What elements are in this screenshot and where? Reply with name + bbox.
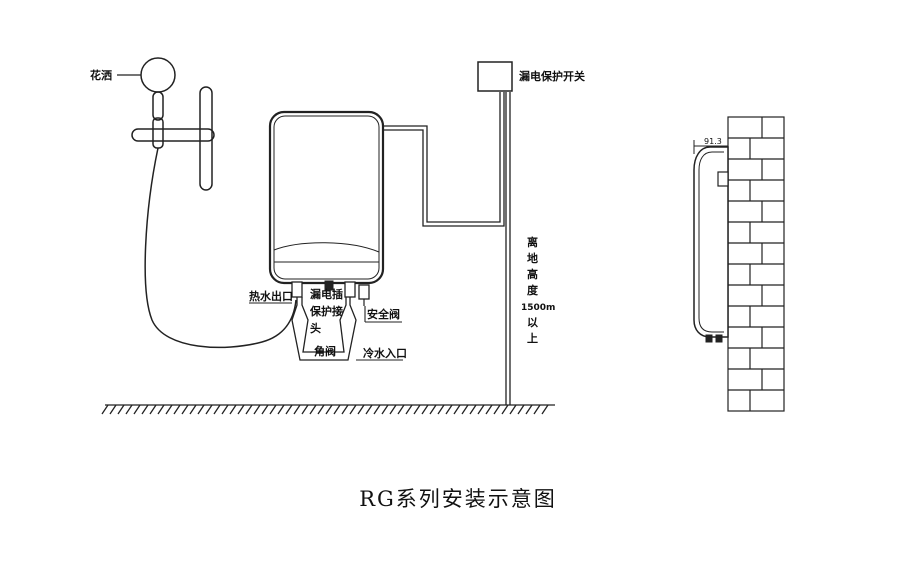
svg-text:以: 以 bbox=[527, 316, 538, 329]
heater-side-profile bbox=[693, 146, 729, 343]
piping bbox=[291, 297, 357, 361]
label-hot-water-outlet: 热水出口 bbox=[249, 289, 293, 303]
shower-head bbox=[140, 57, 176, 93]
diagram-caption: RG系列安装示意图 bbox=[359, 487, 557, 511]
svg-text:上: 上 bbox=[527, 331, 538, 345]
svg-text:高: 高 bbox=[527, 267, 538, 281]
water-heater bbox=[268, 110, 385, 306]
shower-assembly bbox=[131, 57, 297, 349]
label-dimension: 91.3 bbox=[704, 137, 722, 146]
svg-text:离: 离 bbox=[527, 235, 538, 249]
dimension-marker bbox=[693, 140, 728, 154]
label-leakage-switch: 漏电保护开关 bbox=[519, 69, 585, 83]
brick-wall bbox=[727, 116, 785, 412]
label-leakage-plug-1: 漏电插 bbox=[310, 287, 343, 301]
svg-text:1500m: 1500m bbox=[521, 303, 555, 313]
svg-text:度: 度 bbox=[527, 283, 539, 297]
label-angle-valve: 角阀 bbox=[314, 344, 336, 358]
label-safety-valve: 安全阀 bbox=[367, 307, 400, 321]
label-leakage-plug-3: 头 bbox=[310, 321, 321, 335]
label-leakage-plug-2: 保护接 bbox=[309, 304, 343, 318]
hot-outlet-fitting bbox=[291, 281, 303, 298]
safety-valve bbox=[358, 284, 370, 300]
label-height-column: 离 地 高 度 1500m 以 上 bbox=[521, 235, 555, 345]
svg-text:地: 地 bbox=[527, 251, 538, 265]
shower-hose bbox=[144, 147, 297, 349]
floor-ground bbox=[101, 404, 555, 415]
power-cable bbox=[383, 92, 511, 405]
cold-inlet-fitting bbox=[344, 281, 356, 298]
label-cold-water-inlet: 冷水入口 bbox=[363, 346, 407, 360]
leakage-protection-switch bbox=[477, 61, 513, 92]
label-shower-head: 花洒 bbox=[90, 68, 112, 82]
